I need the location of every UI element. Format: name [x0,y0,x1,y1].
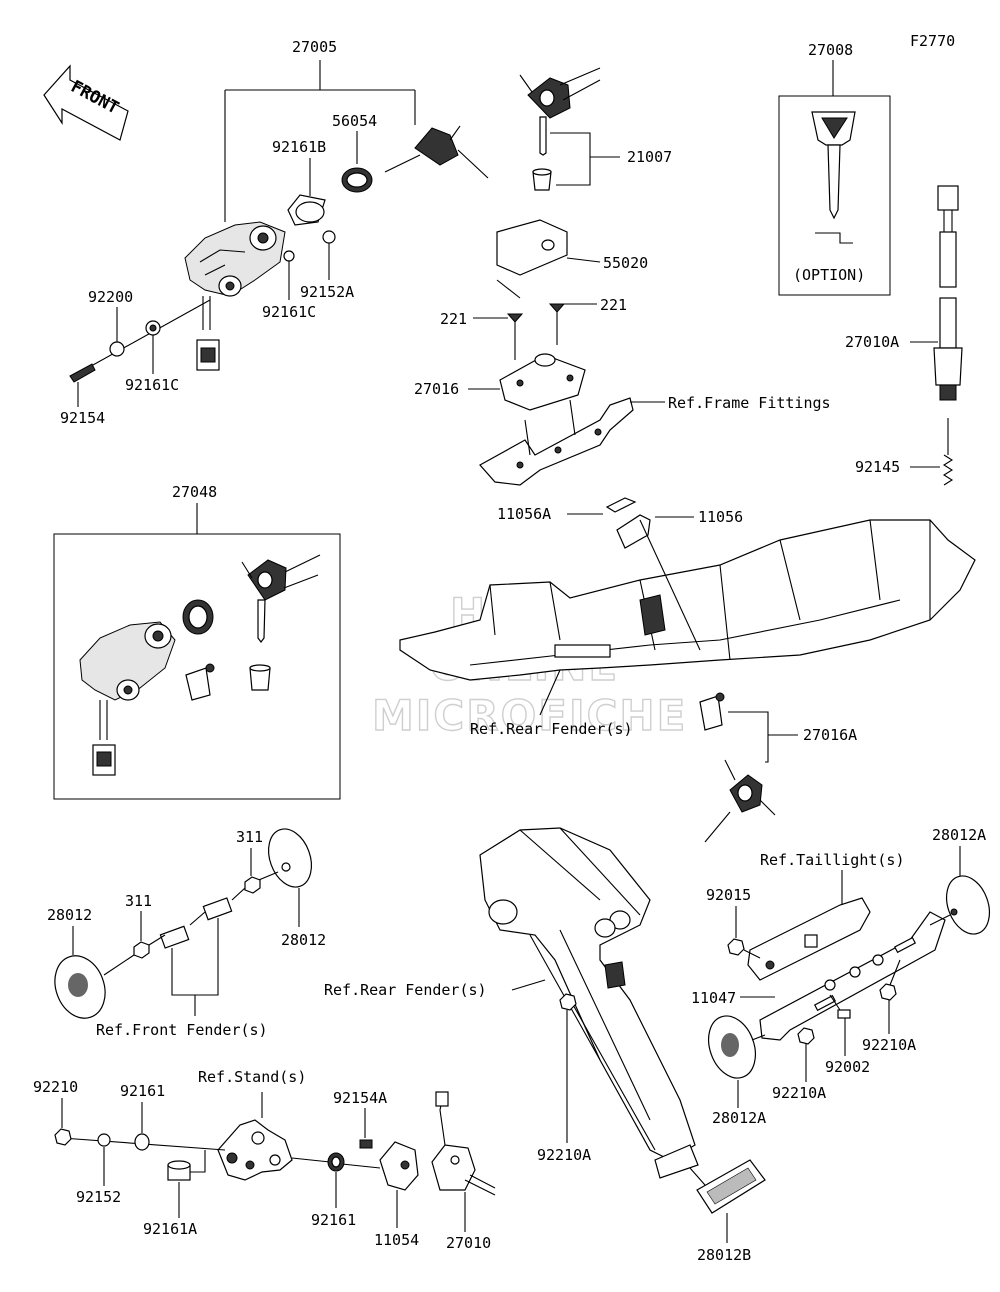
label-11056A: 11056A [497,505,551,523]
label-92210A-mid: 92210A [772,1084,826,1102]
label-221-right: 221 [600,296,627,314]
label-55020: 55020 [603,254,648,272]
switch-27010 [431,1091,496,1196]
nut-311-right [244,876,261,894]
reflector-28012-left [54,955,106,1019]
label-92145: 92145 [855,458,900,476]
rear-fender-upper [399,519,976,681]
lock-27016 [499,353,586,411]
label-ref-stand: Ref.Stand(s) [198,1068,306,1086]
washer-92161 [134,1133,150,1151]
front-arrow-icon: FRONT [43,64,129,141]
taillight-bracket [747,897,946,1041]
label-92210A-right: 92210A [862,1036,916,1054]
key-blank-27008 [811,111,856,244]
label-11054: 11054 [374,1231,419,1249]
option-label: (OPTION) [793,266,865,284]
nut-92015 [727,938,745,956]
label-92161C-bottom: 92161C [125,376,179,394]
label-221-left: 221 [440,310,467,328]
label-92161-left: 92161 [120,1082,165,1100]
label-11047: 11047 [691,989,736,1007]
label-92154: 92154 [60,409,105,427]
option-key-box [778,95,891,296]
frame-bracket [479,397,634,486]
figure-code: F2770 [910,32,955,50]
nut-92210A-right [879,983,897,1001]
label-ref-frame-fittings: Ref.Frame Fittings [668,394,831,412]
label-ref-rear-fender-upper: Ref.Rear Fender(s) [470,720,633,738]
plate-11054 [379,1141,419,1191]
license-bracket [479,827,699,1179]
lock-27016A [699,692,776,843]
watermark-line-3: MICROFICHE [372,691,687,740]
label-27010A: 27010A [845,333,899,351]
label-92152A: 92152A [300,283,354,301]
label-27005: 27005 [292,38,337,56]
reflector-28012-right [253,828,313,888]
stand-bracket [217,1119,293,1181]
reflector-28012B [696,1159,766,1214]
bolt-92002 [829,994,851,1019]
label-92002: 92002 [825,1058,870,1076]
label-ref-front-fender: Ref.Front Fender(s) [96,1021,268,1039]
label-92161A: 92161A [143,1220,197,1238]
ignition-switch-27005 [69,60,489,383]
kit-27048-parts [79,554,321,776]
label-56054: 56054 [332,112,377,130]
label-92210A-bottom: 92210A [537,1146,591,1164]
label-ref-taillight: Ref.Taillight(s) [760,851,905,869]
kit-27048-box [53,533,341,800]
label-92161C-top: 92161C [262,303,316,321]
key-21007 [519,67,620,191]
label-311-left: 311 [125,892,152,910]
label-92161-right: 92161 [311,1211,356,1229]
label-28012B: 28012B [697,1246,751,1264]
washer-92152 [97,1133,111,1147]
clip-11056A [605,497,637,513]
reflector-28012A-right [929,875,991,935]
bushing-92161A [167,1160,191,1181]
spacer-right [202,897,233,921]
label-ref-rear-fender-lower: Ref.Rear Fender(s) [324,981,487,999]
label-92152: 92152 [76,1188,121,1206]
label-92161B: 92161B [272,138,326,156]
label-311-top: 311 [236,828,263,846]
label-27008: 27008 [808,41,853,59]
label-27016A: 27016A [803,726,857,744]
screw-92154A [359,1139,373,1149]
spacer-left [159,925,190,949]
label-28012-left: 28012 [47,906,92,924]
label-92154A: 92154A [333,1089,387,1107]
reflector-28012A-left [708,1015,766,1079]
switch-27010A [933,185,963,486]
label-92210: 92210 [33,1078,78,1096]
bracket-11056 [616,514,701,651]
nut-92210A-mid [797,1027,815,1045]
label-27010: 27010 [446,1234,491,1252]
label-92015: 92015 [706,886,751,904]
label-28012A-top: 28012A [932,826,986,844]
label-27016: 27016 [414,380,459,398]
label-21007: 21007 [627,148,672,166]
label-27048: 27048 [172,483,217,501]
bracket-55020 [496,219,601,299]
label-92200: 92200 [88,288,133,306]
nut-92210 [54,1128,72,1146]
label-28012A-bottom: 28012A [712,1109,766,1127]
nut-311-left [133,941,150,959]
label-28012-right: 28012 [281,931,326,949]
label-11056: 11056 [698,508,743,526]
